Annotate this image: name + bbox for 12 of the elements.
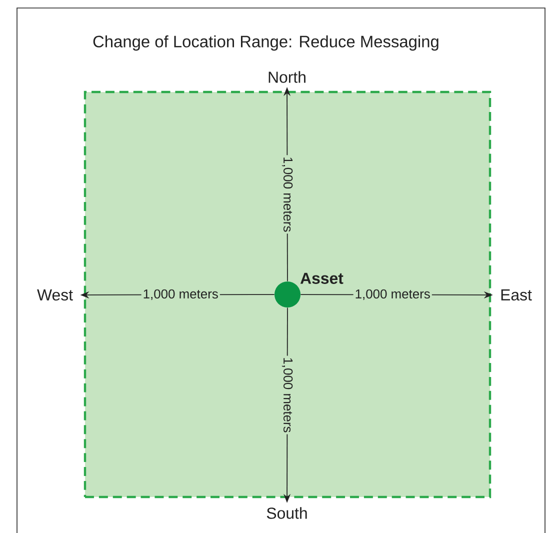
- direction-label: West: [37, 289, 73, 301]
- edge-label: 1,000 meters: [353, 288, 432, 302]
- direction-label: South: [266, 507, 307, 519]
- asset-label: Asset: [300, 272, 344, 284]
- asset-marker: [274, 282, 300, 308]
- edge-label: 1,000 meters: [141, 288, 220, 302]
- direction-label: East: [501, 289, 532, 301]
- direction-label: North: [268, 71, 306, 83]
- edge-label: 1,000 meters: [280, 356, 294, 434]
- title: Change of Location Range: Reduce Messaging: [93, 35, 438, 51]
- edge-label: 1,000 meters: [280, 155, 294, 234]
- range-area: [84, 90, 492, 498]
